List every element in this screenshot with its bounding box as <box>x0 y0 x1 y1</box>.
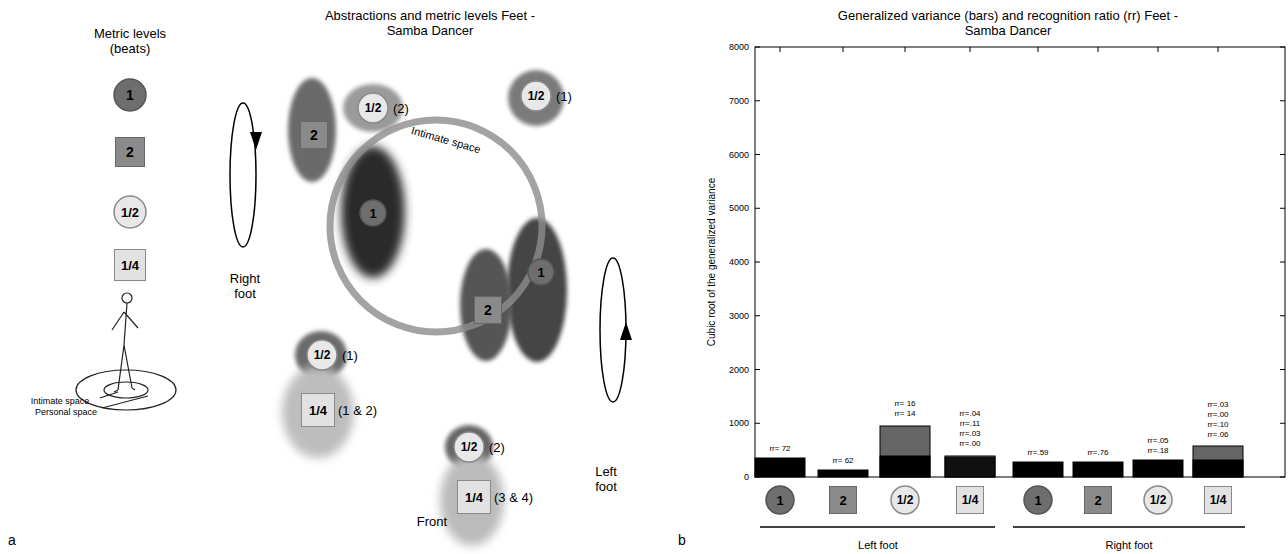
region-label: Intimate space <box>31 396 90 406</box>
metric-label: 2 <box>839 493 846 508</box>
metric-label: 1/2 <box>1150 493 1167 507</box>
metric-square: 2 <box>300 121 328 149</box>
ratio-label: rr=.59 <box>1027 448 1048 457</box>
tick-label: 5000 <box>729 203 749 213</box>
metric-label: 2 <box>1094 493 1101 508</box>
metric-label: 1 <box>369 206 376 221</box>
ratio-label: rr=.11 <box>960 419 981 428</box>
metric-label: 1/2 <box>121 205 139 220</box>
ratio-label: rr= 72 <box>769 444 790 453</box>
ratio-label: rr= 16 <box>894 399 915 408</box>
tick-label: 6000 <box>729 149 749 159</box>
metric-label: 1/4 <box>121 258 139 273</box>
stick-figure <box>76 293 176 410</box>
chart-frame <box>755 47 1285 477</box>
ratio-label: rr= 14 <box>894 409 915 418</box>
metric-square: 1/4 <box>956 486 984 514</box>
metric-label: 1/2 <box>897 493 914 507</box>
group-label: Right foot <box>1105 539 1152 552</box>
ratio-label: rr=.18 <box>1147 446 1168 455</box>
panel-letter: a <box>8 532 16 548</box>
group-underlines <box>760 526 1245 528</box>
arrowhead <box>620 322 632 340</box>
metric-square: 2 <box>829 486 857 514</box>
beat-note: (1 & 2) <box>338 403 377 418</box>
metric-label: 1 <box>1034 493 1041 508</box>
beat-note: (2) <box>393 101 409 116</box>
metric-circle: 1 <box>765 485 795 515</box>
metric-label: 1/2 <box>528 89 545 103</box>
ratio-label: rr=.10 <box>1207 420 1228 429</box>
metric-circle: 1/2 <box>113 195 147 229</box>
metric-circle: 1/2(1) <box>520 80 552 112</box>
tick-label: 0 <box>744 472 749 482</box>
tick-label: 3000 <box>729 311 749 321</box>
metric-square: 2 <box>474 296 502 324</box>
metric-label: 1 <box>126 87 134 103</box>
legend-heading: Metric levels (beats) <box>83 27 178 57</box>
ratio-label: rr=.06 <box>1207 430 1228 439</box>
arrowhead <box>250 132 262 150</box>
metric-label: 1 <box>776 493 783 508</box>
figure-title: Abstractions and metric levels Feet - Sa… <box>323 9 538 39</box>
ratio-label: rr=.03 <box>1207 400 1228 409</box>
tick-label: 4000 <box>729 257 749 267</box>
metric-square: 2 <box>1084 486 1112 514</box>
ratio-label: rr= 62 <box>832 456 853 465</box>
tick-label: 7000 <box>729 96 749 106</box>
position-blobs <box>282 70 567 546</box>
metric-label: 2 <box>484 302 492 318</box>
metric-square: 2 <box>115 137 145 167</box>
chart-title: Generalized variance (bars) and recognit… <box>821 9 1196 39</box>
metric-label: 1/4 <box>309 403 327 418</box>
region-label: Personal space <box>35 407 97 417</box>
metric-circle: 1/2 <box>1143 485 1173 515</box>
ratio-label: rr=.05 <box>1147 436 1168 445</box>
metric-label: 1/2 <box>314 348 331 362</box>
metric-circle: 1/2(2) <box>453 431 485 463</box>
beat-note: (2) <box>489 440 505 455</box>
beat-note: (1) <box>342 348 358 363</box>
axis-title: Cubic root of the generalized variance <box>706 147 718 377</box>
metric-circle: 1 <box>359 199 387 227</box>
ratio-label: rr=.03 <box>959 429 980 438</box>
group-label: Left foot <box>858 539 898 552</box>
metric-circle: 1/2 <box>890 485 920 515</box>
ratio-label: rr=.00 <box>1207 410 1228 419</box>
metric-label: 1/2 <box>461 440 478 454</box>
metric-circle: 1 <box>113 78 147 112</box>
ratio-label: rr=.00 <box>959 439 980 448</box>
metric-label: 1/4 <box>465 490 483 505</box>
ratio-label: rr=.04 <box>959 409 980 418</box>
tick-label: 2000 <box>729 364 749 374</box>
region-label: Intimate space <box>410 124 482 156</box>
metric-label: 1/4 <box>962 493 979 507</box>
metric-square: 1/4(3 & 4) <box>457 480 491 514</box>
metric-label: 2 <box>126 144 134 160</box>
tick-label: 1000 <box>729 418 749 428</box>
metric-label: 1 <box>537 265 544 280</box>
metric-label: 1/2 <box>365 101 382 115</box>
metric-circle: 1/2(2) <box>357 92 389 124</box>
metric-square: 1/4 <box>1204 486 1232 514</box>
direction-label: Front <box>417 515 447 530</box>
beat-note: (1) <box>556 89 572 104</box>
foot-label: Left foot <box>584 465 629 495</box>
rotation-arrows <box>230 103 626 402</box>
beat-note: (3 & 4) <box>494 490 533 505</box>
metric-circle: 1 <box>527 258 555 286</box>
foot-label: Right foot <box>223 272 268 302</box>
metric-square: 1/4 <box>114 249 146 281</box>
intimate-space-ring <box>330 120 542 332</box>
metric-circle: 1 <box>1023 485 1053 515</box>
panel-letter: b <box>678 532 686 548</box>
bars <box>755 426 1243 477</box>
ratio-label: rr=.76 <box>1087 448 1108 457</box>
metric-label: 1/4 <box>1210 493 1227 507</box>
metric-label: 2 <box>310 127 318 143</box>
tick-label: 8000 <box>729 42 749 52</box>
metric-circle: 1/2(1) <box>306 339 338 371</box>
metric-square: 1/4(1 & 2) <box>301 393 335 427</box>
